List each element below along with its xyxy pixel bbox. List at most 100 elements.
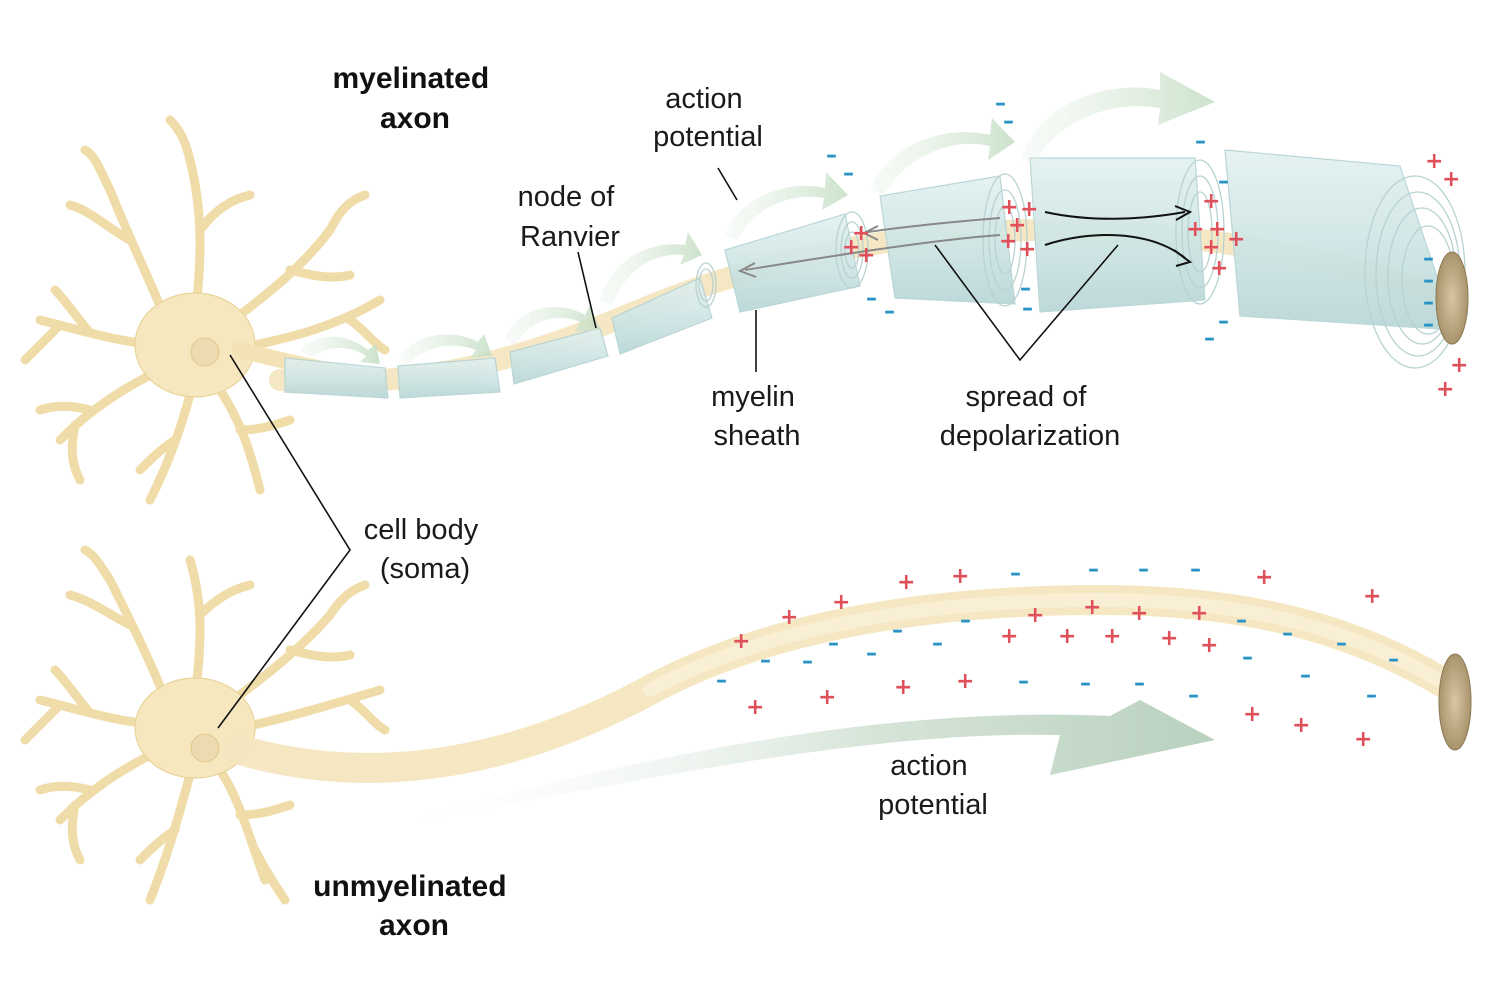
minus-sign: – <box>1138 557 1149 582</box>
plus-sign: + <box>1243 702 1261 727</box>
minus-sign: – <box>1336 631 1347 656</box>
minus-sign: – <box>760 648 771 673</box>
minus-sign: – <box>1242 645 1253 670</box>
plus-sign: + <box>1190 601 1208 626</box>
minus-sign: – <box>932 631 943 656</box>
minus-sign: – <box>1300 663 1311 688</box>
plus-sign: + <box>1186 217 1204 242</box>
minus-sign: – <box>995 91 1006 116</box>
minus-sign: – <box>1003 109 1014 134</box>
unmyelinated-axon-cut-end <box>1438 653 1472 751</box>
action-potential-label-bottom: action potential <box>878 750 988 821</box>
minus-sign: – <box>1218 169 1229 194</box>
bottom-nucleus <box>190 733 220 763</box>
minus-sign: – <box>1423 246 1434 271</box>
minus-sign: – <box>1022 296 1033 321</box>
plus-sign: + <box>842 235 860 260</box>
plus-sign: + <box>897 570 915 595</box>
plus-sign: + <box>1000 624 1018 649</box>
plus-sign: + <box>1026 603 1044 628</box>
minus-sign: – <box>1282 621 1293 646</box>
bottom-cell-body <box>134 677 256 779</box>
myelin-sheath-label: myelin sheath <box>711 381 803 452</box>
plus-sign: + <box>1020 197 1038 222</box>
minus-sign: – <box>884 299 895 324</box>
minus-sign: – <box>1018 669 1029 694</box>
myelinated-axon-cut-end <box>1435 251 1469 345</box>
plus-sign: + <box>832 590 850 615</box>
minus-sign: – <box>1020 276 1031 301</box>
plus-sign: + <box>1436 377 1454 402</box>
minus-sign: – <box>1388 647 1399 672</box>
plus-sign: + <box>1008 213 1026 238</box>
cell-body-label: cell body (soma) <box>364 514 487 585</box>
plus-sign: + <box>1363 584 1381 609</box>
diagram-labels: myelinated axon action potential node of… <box>313 62 1120 942</box>
plus-sign: + <box>1160 626 1178 651</box>
minus-sign: – <box>1134 671 1145 696</box>
minus-sign: – <box>892 618 903 643</box>
plus-sign: + <box>1292 713 1310 738</box>
minus-sign: – <box>1190 557 1201 582</box>
minus-sign: – <box>866 286 877 311</box>
plus-sign: + <box>1354 727 1372 752</box>
plus-sign: + <box>1208 217 1226 242</box>
minus-sign: – <box>960 608 971 633</box>
plus-sign: + <box>999 229 1017 254</box>
minus-sign: – <box>1366 683 1377 708</box>
minus-sign: – <box>826 143 837 168</box>
myelinated-charges: – – – – – – – – – – – – – – – – + + + + … <box>826 91 1468 402</box>
minus-sign: – <box>1195 129 1206 154</box>
minus-sign: – <box>1423 312 1434 337</box>
node-of-ranvier-label: node of Ranvier <box>518 181 623 253</box>
plus-sign: + <box>951 564 969 589</box>
plus-sign: + <box>1200 633 1218 658</box>
minus-sign: – <box>828 631 839 656</box>
minus-sign: – <box>1188 683 1199 708</box>
minus-sign: – <box>802 649 813 674</box>
myelin-rings <box>695 159 1466 369</box>
plus-sign: + <box>746 695 764 720</box>
plus-sign: + <box>1103 624 1121 649</box>
minus-sign: – <box>1204 326 1215 351</box>
plus-sign: + <box>1130 601 1148 626</box>
plus-sign: + <box>1210 256 1228 281</box>
myelinated-axon-title: myelinated axon <box>332 62 497 135</box>
myelin-segments <box>284 149 1456 399</box>
minus-sign: – <box>866 641 877 666</box>
continuous-conduction-arrow <box>370 700 1215 830</box>
minus-sign: – <box>1236 608 1247 633</box>
plus-sign: + <box>894 675 912 700</box>
saltatory-arrows <box>300 72 1215 364</box>
unmyelinated-charges: + + + + + + + + + + + + + + + + + + + + … <box>716 557 1399 752</box>
minus-sign: – <box>1423 290 1434 315</box>
spread-of-depolarization-label: spread of depolarization <box>940 381 1121 452</box>
local-current-arrows <box>737 205 1193 278</box>
minus-sign: – <box>843 161 854 186</box>
plus-sign: + <box>1255 565 1273 590</box>
unmyelinated-neuron: + + + + + + + + + + + + + + + + + + + + … <box>20 545 1472 905</box>
plus-sign: + <box>1425 149 1443 174</box>
plus-sign: + <box>1202 235 1220 260</box>
myelinated-neuron: – – – – – – – – – – – – – – – – + + + + … <box>20 72 1469 505</box>
minus-sign: – <box>1218 309 1229 334</box>
minus-sign: – <box>1088 557 1099 582</box>
top-nucleus <box>190 337 220 367</box>
plus-sign: + <box>857 243 875 268</box>
plus-sign: + <box>818 685 836 710</box>
plus-sign: + <box>1442 167 1460 192</box>
leader-lines <box>217 167 1119 729</box>
minus-sign: – <box>1010 561 1021 586</box>
minus-sign: – <box>1080 671 1091 696</box>
action-potential-label-top: action potential <box>653 83 763 153</box>
plus-sign: + <box>1202 189 1220 214</box>
minus-sign: – <box>1423 268 1434 293</box>
plus-sign: + <box>1058 624 1076 649</box>
plus-sign: + <box>1018 237 1036 262</box>
plus-sign: + <box>1450 353 1468 378</box>
plus-sign: + <box>1000 195 1018 220</box>
plus-sign: + <box>1083 595 1101 620</box>
plus-sign: + <box>956 669 974 694</box>
minus-sign: – <box>716 668 727 693</box>
